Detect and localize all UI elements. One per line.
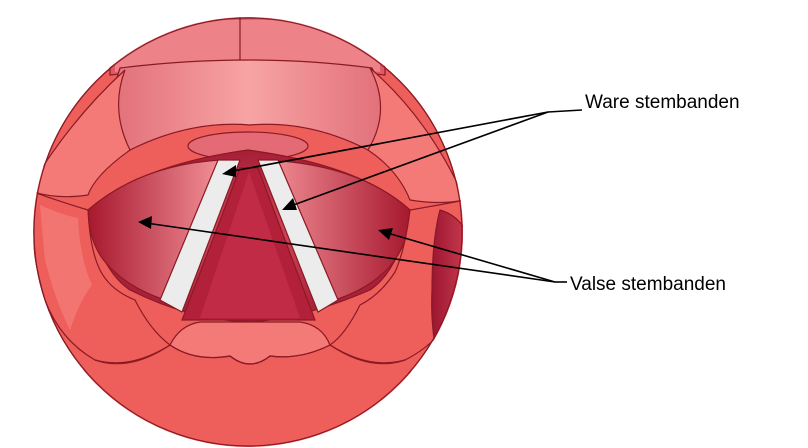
pyriform-sinus-right: [432, 210, 478, 370]
label-true-vocal-cords: Ware stembanden: [585, 92, 740, 113]
label-false-vocal-cords: Valse stembanden: [570, 274, 726, 295]
